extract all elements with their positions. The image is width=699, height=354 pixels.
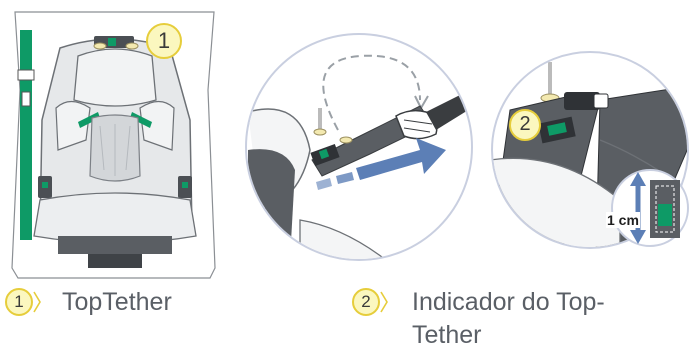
legend-2-label-line1: Indicador do Top- [412,288,605,316]
legend-2-label-line2: Tether [412,321,482,349]
callout-2-number: 2 [519,113,531,135]
legend-1-number: 1 [14,292,24,311]
callout-1-number: 1 [157,28,171,53]
legend-1-label: TopTether [62,288,172,316]
measure-label: 1 cm [606,212,640,228]
legend-2-number: 2 [361,292,371,311]
